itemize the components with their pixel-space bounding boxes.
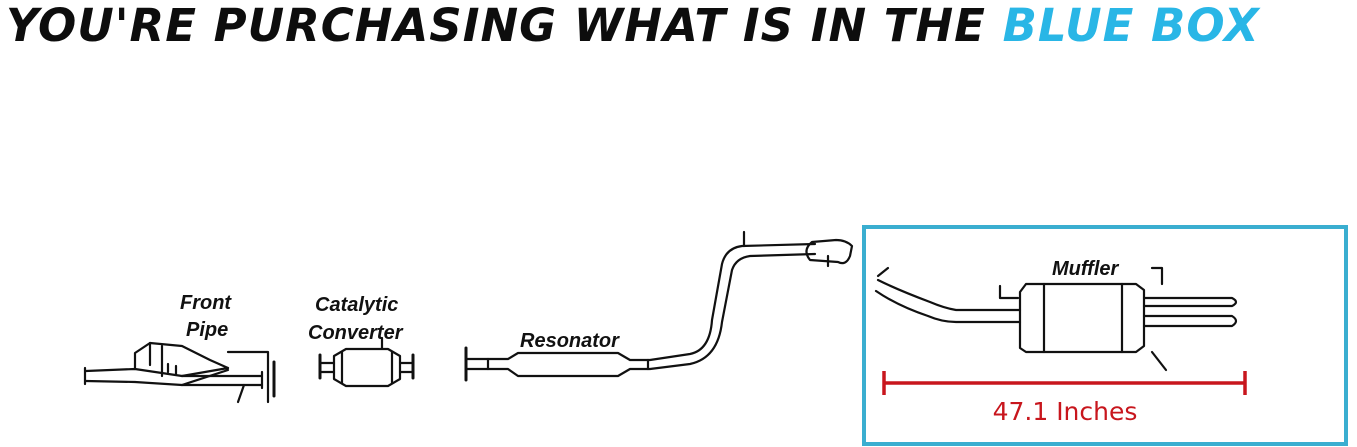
banner-headline: YOU'RE PURCHASING WHAT IS IN THE BLUE BO…	[6, 0, 1351, 52]
blue-selection-box	[862, 225, 1348, 446]
muffler-label: Muffler	[1052, 258, 1120, 280]
catalytic-converter-label-line2: Converter	[308, 322, 404, 344]
measurement-label: 47.1 Inches	[993, 397, 1138, 426]
resonator-drawing	[464, 230, 854, 382]
muffler-drawing	[874, 266, 1238, 372]
front-pipe-label-line1: Front	[180, 292, 232, 314]
catalytic-converter-drawing	[318, 336, 415, 388]
catalytic-converter-label-line1: Catalytic	[315, 294, 398, 316]
measurement-line	[882, 371, 1247, 395]
front-pipe-label-line2: Pipe	[186, 319, 228, 341]
banner-text: YOU'RE PURCHASING WHAT IS IN THE	[6, 0, 986, 52]
front-pipe-drawing	[83, 341, 276, 404]
resonator-label: Resonator	[520, 330, 620, 352]
banner-highlight-text: BLUE BOX	[1002, 0, 1260, 52]
